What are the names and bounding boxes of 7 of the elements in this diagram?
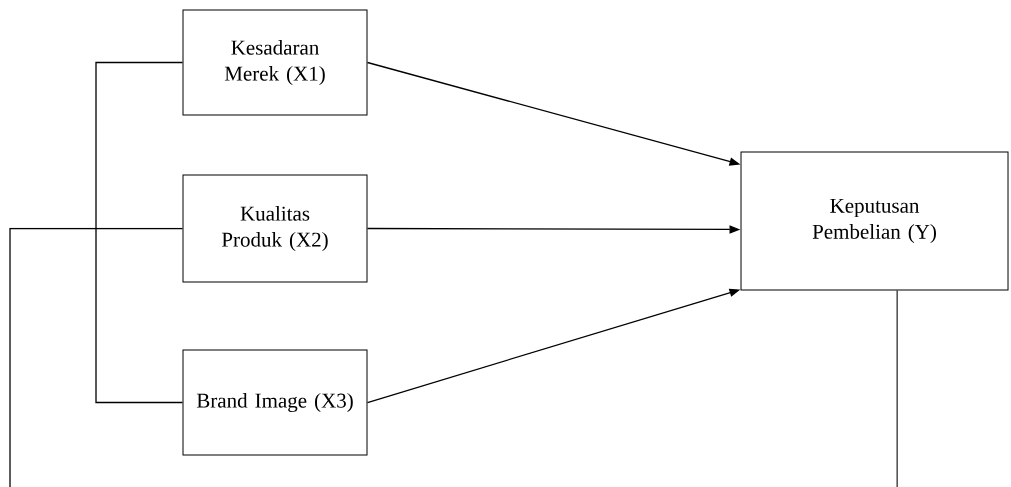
connector-line	[896, 289, 898, 487]
connector-line	[9, 227, 184, 487]
text-box: Kualitas Produk (X2)	[182, 174, 368, 283]
bracket-line	[95, 61, 184, 404]
text-box: Brand Image (X3)	[182, 349, 368, 456]
text-box: Keputusan Pembelian (Y)	[740, 151, 1009, 291]
text-box: Kesadaran Merek (X1)	[182, 9, 368, 116]
